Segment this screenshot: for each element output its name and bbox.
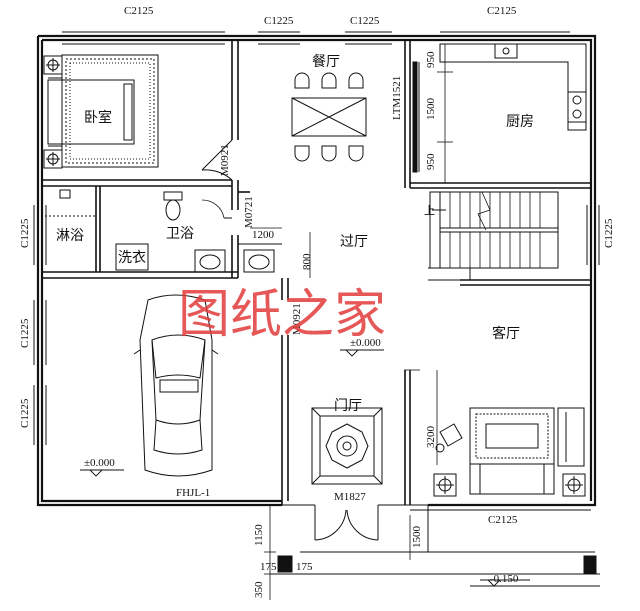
main-door <box>282 504 428 541</box>
interior-walls <box>42 40 591 505</box>
kitchen-counter <box>439 43 587 131</box>
room-bedroom: 卧室 <box>84 109 112 126</box>
bath-fixtures <box>45 189 282 273</box>
window-left-garage-b: C1225 <box>19 398 31 428</box>
dim-1500-bottom: 1500 <box>411 526 423 549</box>
room-laundry: 洗衣 <box>118 250 146 266</box>
room-hall: 过厅 <box>340 234 368 250</box>
level-markers <box>80 349 530 587</box>
dining-table <box>291 72 367 162</box>
dim-1500-mid: 1500 <box>425 98 437 121</box>
garage-door-code: FHJL-1 <box>176 487 210 499</box>
dim-1200: 1200 <box>252 229 275 241</box>
living-furniture <box>433 407 586 497</box>
room-bathroom: 卫浴 <box>166 226 194 242</box>
window-top-left: C2125 <box>124 5 154 17</box>
door-bath-code: M0721 <box>243 196 255 228</box>
room-foyer: 门厅 <box>334 398 362 414</box>
window-top-right: C2125 <box>487 5 517 17</box>
dim-350: 350 <box>253 581 265 598</box>
dim-950-bottom: 950 <box>425 153 437 170</box>
foyer-pattern <box>311 407 383 485</box>
dim-175-a: 175 <box>260 561 277 573</box>
window-top-mid-b: C1225 <box>350 15 380 27</box>
window-left-garage-a: C1225 <box>19 318 31 348</box>
door-garage-code: M0921 <box>291 303 303 335</box>
window-bottom: C2125 <box>488 514 518 526</box>
level-living: ±0.000 <box>350 337 381 349</box>
dimension-lines <box>250 44 453 600</box>
dim-3200: 3200 <box>425 426 437 449</box>
door-bedroom-code: M0921 <box>219 144 231 176</box>
dim-1150: 1150 <box>253 524 265 546</box>
watermark: 图纸之家 <box>178 285 386 345</box>
stair-up: 上 <box>424 204 435 217</box>
top-windows <box>62 31 570 45</box>
bedroom-furniture <box>43 54 159 169</box>
dim-800: 800 <box>301 253 313 270</box>
level-garage: ±0.000 <box>84 457 115 469</box>
kitchen-sliding-door <box>412 61 420 173</box>
outer-walls <box>36 34 597 507</box>
room-dining: 餐厅 <box>312 54 340 70</box>
main-door-code: M1827 <box>334 491 366 503</box>
room-labels: 卧室 餐厅 厨房 淋浴 卫浴 洗衣 过厅 客厅 门厅 <box>56 54 534 414</box>
stairs <box>428 191 559 281</box>
dim-175-b: 175 <box>296 561 313 573</box>
level-outside: -0.150 <box>490 573 519 585</box>
terrace <box>270 505 600 587</box>
window-top-mid-a: C1225 <box>264 15 294 27</box>
room-kitchen: 厨房 <box>506 114 534 130</box>
window-right: C1225 <box>603 218 615 248</box>
left-windows <box>33 205 47 445</box>
window-left-shower: C1225 <box>19 218 31 248</box>
kitchen-door-code: LTM1521 <box>391 76 403 120</box>
room-shower: 淋浴 <box>56 228 84 244</box>
bedroom-door <box>201 139 233 181</box>
right-windows <box>586 205 600 265</box>
dim-950-top: 950 <box>425 51 437 68</box>
room-living: 客厅 <box>492 325 520 342</box>
car <box>133 294 219 477</box>
code-labels: C2125 C1225 C1225 C2125 C2125 FHJL-1 M18… <box>19 5 615 598</box>
